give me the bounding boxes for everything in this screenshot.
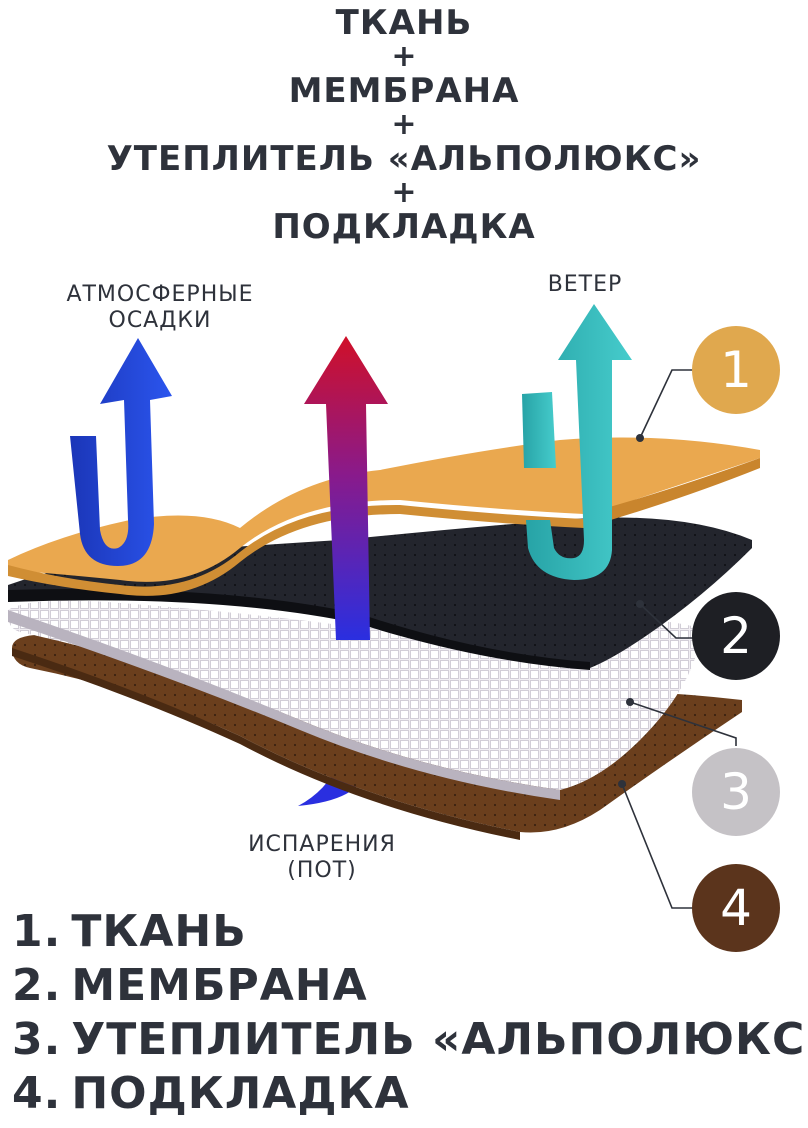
wind-arrow: [522, 392, 556, 468]
plus-sign: +: [391, 39, 417, 74]
plus-sign: +: [391, 175, 417, 210]
legend-number: 2.: [12, 960, 62, 1011]
heading: ТКАНЬ + МЕМБРАНА + УТЕПЛИТЕЛЬ «АЛЬПОЛЮКС…: [0, 0, 808, 250]
legend: 1.ТКАНЬ 2.МЕМБРАНА 3.УТЕПЛИТЕЛЬ «АЛЬПОЛЮ…: [12, 905, 808, 1121]
precipitation-label: АТМОСФЕРНЫЕ ОСАДКИ: [40, 282, 280, 334]
badge-2: 2: [692, 592, 780, 680]
precipitation-label-line1: АТМОСФЕРНЫЕ: [66, 282, 254, 307]
legend-item: 3.УТЕПЛИТЕЛЬ «АЛЬПОЛЮКС»: [12, 1013, 808, 1067]
precipitation-label-line2: ОСАДКИ: [108, 308, 212, 333]
legend-text: МЕМБРАНА: [71, 960, 368, 1011]
wind-label-text: ВЕТЕР: [547, 272, 623, 297]
leader-line-4: [621, 783, 696, 909]
evaporation-label-line1: ИСПАРЕНИЯ: [248, 832, 396, 857]
heading-lining: ПОДКЛАДКА: [272, 207, 536, 247]
legend-text: ПОДКЛАДКА: [71, 1068, 410, 1119]
plus-sign: +: [391, 107, 417, 142]
evaporation-label-line2: (ПОТ): [287, 858, 357, 883]
fabric-layer: [8, 437, 760, 582]
leader-line-3: [629, 701, 737, 746]
heading-membrane: МЕМБРАНА: [288, 71, 520, 111]
legend-number: 4.: [12, 1068, 62, 1119]
leader-line-2: [639, 603, 696, 639]
legend-item: 2.МЕМБРАНА: [12, 959, 808, 1013]
precipitation-arrow: [70, 338, 172, 566]
wind-label: ВЕТЕР: [530, 272, 640, 298]
leader-line-1: [639, 369, 696, 439]
legend-item: 1.ТКАНЬ: [12, 905, 808, 959]
badge-4: 4: [692, 864, 780, 952]
legend-text: УТЕПЛИТЕЛЬ «АЛЬПОЛЮКС»: [71, 1014, 808, 1065]
heading-insulation: УТЕПЛИТЕЛЬ «АЛЬПОЛЮКС»: [106, 139, 702, 179]
badge-1: 1: [692, 326, 780, 414]
legend-item: 4.ПОДКЛАДКА: [12, 1067, 808, 1121]
legend-number: 1.: [12, 906, 62, 957]
badge-3: 3: [692, 748, 780, 836]
sweat-arrow: [304, 336, 388, 640]
legend-text: ТКАНЬ: [71, 906, 247, 957]
evaporation-label: ИСПАРЕНИЯ (ПОТ): [222, 832, 422, 884]
legend-number: 3.: [12, 1014, 62, 1065]
heading-fabric: ТКАНЬ: [335, 3, 473, 43]
